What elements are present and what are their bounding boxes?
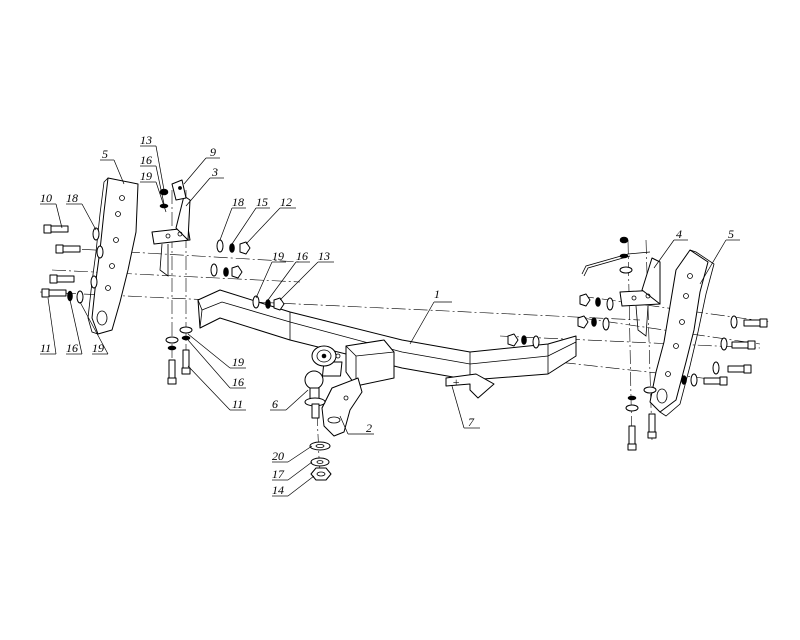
label-11-center: 11 xyxy=(232,397,243,411)
label-18-mid: 18 xyxy=(232,195,244,209)
label-5-left: 5 xyxy=(102,147,108,161)
label-12: 12 xyxy=(280,195,292,209)
label-9: 9 xyxy=(210,145,216,159)
ball-fastener-stack xyxy=(309,441,332,481)
label-16-center: 16 xyxy=(232,375,244,389)
label-17: 17 xyxy=(272,467,285,481)
label-11-left: 11 xyxy=(40,341,51,355)
small-bracket xyxy=(171,179,187,201)
label-6: 6 xyxy=(272,397,278,411)
label-18-left: 18 xyxy=(66,191,78,205)
right-side-bracket xyxy=(649,249,715,417)
center-bracket xyxy=(151,195,191,277)
label-15: 15 xyxy=(256,195,268,209)
label-14: 14 xyxy=(272,483,284,497)
right-center-bracket xyxy=(581,251,661,337)
fasteners xyxy=(41,188,768,451)
label-16-left: 16 xyxy=(66,341,78,355)
label-1: 1 xyxy=(434,287,440,301)
label-16-mid: 16 xyxy=(296,249,308,263)
assembly-axis-lines xyxy=(39,190,771,481)
label-2: 2 xyxy=(366,421,372,435)
left-side-bracket xyxy=(87,177,139,335)
electrical-socket xyxy=(311,345,337,367)
leader-lines xyxy=(40,145,740,497)
tow-ball xyxy=(304,370,326,419)
label-19-top: 19 xyxy=(140,169,152,183)
part-labels: 1 2 3 4 5 5 6 7 9 10 11 11 12 13 13 14 1… xyxy=(40,133,734,497)
label-20: 20 xyxy=(272,449,284,463)
ball-mount-plate xyxy=(321,377,363,437)
label-4: 4 xyxy=(676,227,682,241)
label-19-left: 19 xyxy=(92,341,104,355)
label-10: 10 xyxy=(40,191,52,205)
plus-mark: + xyxy=(452,375,460,389)
label-16-top: 16 xyxy=(140,153,152,167)
label-3: 3 xyxy=(211,165,218,179)
label-19-center: 19 xyxy=(232,355,244,369)
label-19-mid: 19 xyxy=(272,249,284,263)
label-5-right: 5 xyxy=(728,227,734,241)
label-13-mid: 13 xyxy=(318,249,330,263)
safety-chain-loop: + xyxy=(445,373,495,399)
label-13-top: 13 xyxy=(140,133,152,147)
label-7: 7 xyxy=(468,415,475,429)
